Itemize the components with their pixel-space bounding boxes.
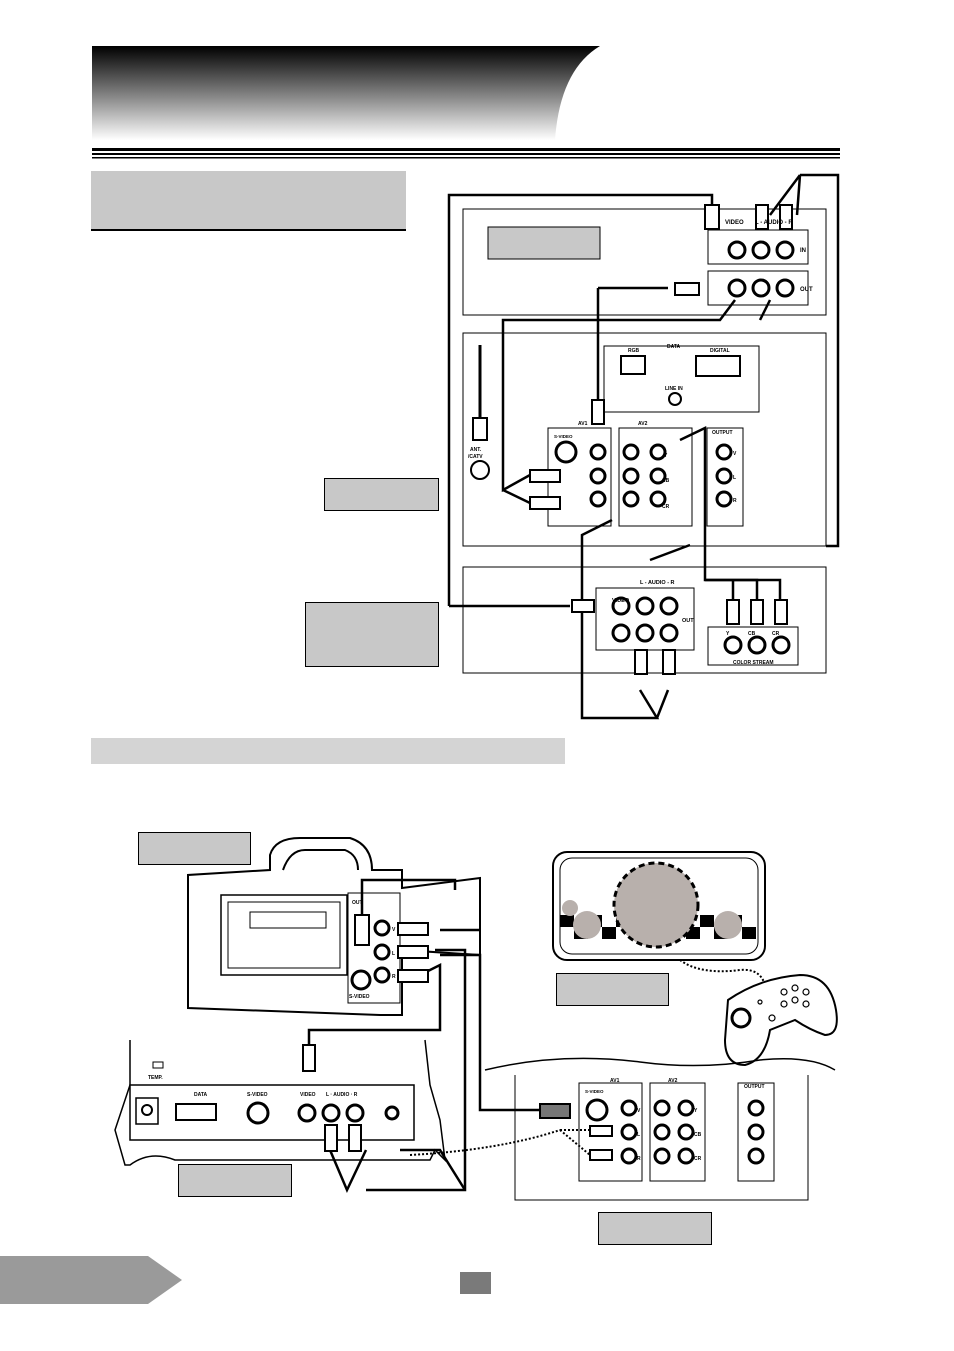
svg-text:VIDEO: VIDEO xyxy=(725,220,744,226)
camcorder-label-box xyxy=(138,832,251,865)
page-tab xyxy=(0,1256,182,1304)
svg-text:IN: IN xyxy=(800,248,806,254)
svg-text:CR: CR xyxy=(772,631,780,637)
svg-text:V: V xyxy=(392,927,396,933)
svg-text:Y: Y xyxy=(726,631,730,637)
svg-text:L - AUDIO - R: L - AUDIO - R xyxy=(755,220,793,226)
front-panel-label-box xyxy=(178,1164,292,1197)
svg-text:OUT: OUT xyxy=(682,618,694,624)
svg-text:L - AUDIO - R: L - AUDIO - R xyxy=(640,580,675,586)
svg-text:S-VIDEO: S-VIDEO xyxy=(247,1092,268,1098)
connection-diagram-bottom: OUT S-VIDEO V L R TEMP. DATA S-VIDEO VID… xyxy=(114,837,838,1201)
page-number-box xyxy=(460,1272,491,1294)
svg-text:OUTPUT: OUTPUT xyxy=(744,1084,765,1090)
rear-panel-label-box xyxy=(598,1212,712,1245)
header-banner xyxy=(92,46,840,159)
svg-text:AV1: AV1 xyxy=(610,1078,620,1084)
svg-text:L: L xyxy=(392,951,395,957)
dvd-label-box xyxy=(305,602,439,667)
section-title-box xyxy=(91,171,406,231)
svg-text:DATA: DATA xyxy=(667,344,681,350)
svg-text:S-VIDEO: S-VIDEO xyxy=(349,994,370,1000)
svg-text:S-VIDEO: S-VIDEO xyxy=(585,1089,604,1094)
svg-text:VIDEO: VIDEO xyxy=(612,598,630,604)
svg-text:TEMP.: TEMP. xyxy=(148,1075,163,1081)
svg-text:CB: CB xyxy=(694,1132,702,1138)
svg-text:CR: CR xyxy=(662,504,670,510)
svg-text:COLOR STREAM: COLOR STREAM xyxy=(733,660,774,666)
svg-text:CB: CB xyxy=(662,478,670,484)
vcr-label-box xyxy=(487,226,601,260)
svg-text:CB: CB xyxy=(748,631,756,637)
svg-text:L: L xyxy=(637,1132,640,1138)
svg-text:L · AUDIO · R: L · AUDIO · R xyxy=(326,1092,358,1098)
svg-text:L: L xyxy=(733,475,736,481)
svg-text:DIGITAL: DIGITAL xyxy=(710,348,730,354)
svg-text:S-VIDEO: S-VIDEO xyxy=(554,434,573,439)
svg-text:VIDEO: VIDEO xyxy=(300,1092,316,1098)
tv-label-box xyxy=(324,478,439,511)
svg-text:AV1: AV1 xyxy=(578,421,588,427)
svg-text:R: R xyxy=(733,498,737,504)
svg-text:V: V xyxy=(733,451,737,457)
svg-text:ANT.: ANT. xyxy=(470,447,482,453)
connection-diagram-top: VIDEO L - AUDIO - R IN OUT RGB DATA DIGI… xyxy=(447,173,840,720)
svg-text:AV2: AV2 xyxy=(668,1078,678,1084)
svg-text:OUT: OUT xyxy=(352,900,363,906)
svg-text:/CATV: /CATV xyxy=(468,454,483,460)
svg-text:CR: CR xyxy=(694,1156,702,1162)
svg-text:LINE IN: LINE IN xyxy=(665,386,683,392)
svg-text:Y: Y xyxy=(694,1108,698,1114)
game-label-box xyxy=(556,973,669,1006)
svg-text:R: R xyxy=(637,1156,641,1162)
svg-text:AV2: AV2 xyxy=(638,421,648,427)
svg-text:OUT: OUT xyxy=(800,287,813,293)
svg-text:RGB: RGB xyxy=(628,348,640,354)
section-bar-camcorder xyxy=(91,738,565,764)
svg-text:OUTPUT: OUTPUT xyxy=(712,430,733,436)
svg-text:Y: Y xyxy=(664,453,668,459)
svg-text:V: V xyxy=(637,1108,641,1114)
svg-text:DATA: DATA xyxy=(194,1092,208,1098)
svg-text:R: R xyxy=(392,974,396,980)
